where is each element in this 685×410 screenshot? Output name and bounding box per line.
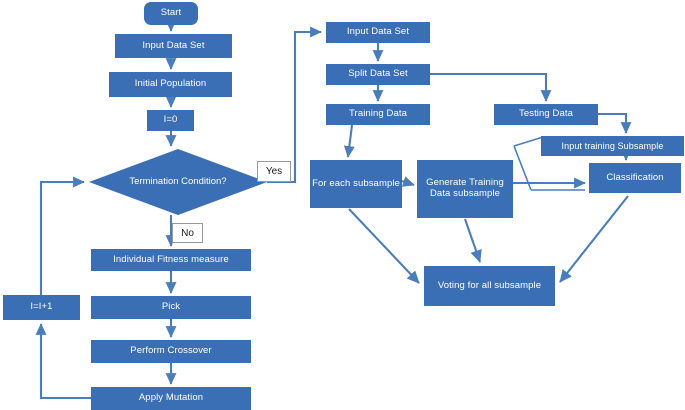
edge-foreach-to-gentrain: [401, 176, 415, 187]
termination-diamond-shape: [89, 149, 267, 215]
node-pick[interactable]: Pick: [91, 296, 251, 319]
edge-gentrain-to-voting: [464, 218, 482, 263]
node-input-data-set-right[interactable]: Input Data Set: [326, 22, 430, 43]
node-voting-for-all-subsample[interactable]: Voting for all subsample: [424, 266, 555, 306]
node-for-each-subsample[interactable]: For each subsample: [310, 160, 402, 208]
node-perform-crossover[interactable]: Perform Crossover: [91, 340, 251, 363]
node-testing-data[interactable]: Testing Data: [494, 104, 598, 125]
node-i-equals-0[interactable]: I=0: [147, 110, 194, 131]
edge-splitds-to-testing: [430, 72, 552, 102]
edge-foreach-to-voting: [348, 208, 420, 284]
edge-label-no: No: [172, 223, 203, 243]
edge-label-yes: Yes: [257, 161, 291, 182]
edge-mutation-to-iplus1: [35, 323, 91, 400]
node-input-training-subsample[interactable]: Input training Subsample: [541, 136, 684, 156]
edge-termination-yes-to-inputds: [267, 26, 322, 184]
node-training-data[interactable]: Training Data: [326, 104, 430, 125]
node-termination-condition[interactable]: Termination Condition?: [129, 176, 227, 188]
node-split-data-set[interactable]: Split Data Set: [326, 64, 430, 85]
edge-testing-to-inputsub: [598, 112, 632, 134]
edge-classification-to-voting: [559, 195, 629, 283]
edge-subsample-bracket: [513, 136, 544, 147]
node-individual-fitness-measure[interactable]: Individual Fitness measure: [91, 249, 251, 271]
node-input-data-set-left[interactable]: Input Data Set: [115, 34, 232, 58]
edge-subsample-bracket-leg: [513, 145, 532, 191]
edge-training-to-foreach: [343, 124, 355, 158]
edge-iplus1-to-termination: [39, 176, 85, 295]
node-initial-population[interactable]: Initial Population: [109, 72, 232, 97]
node-apply-mutation[interactable]: Apply Mutation: [91, 387, 251, 410]
node-start[interactable]: Start: [144, 2, 198, 25]
node-generate-training-data-subsample[interactable]: Generate Training Data subsample: [417, 160, 513, 218]
node-classification[interactable]: Classification: [589, 163, 681, 193]
node-i-equals-i-plus-1[interactable]: I=I+1: [3, 295, 80, 320]
